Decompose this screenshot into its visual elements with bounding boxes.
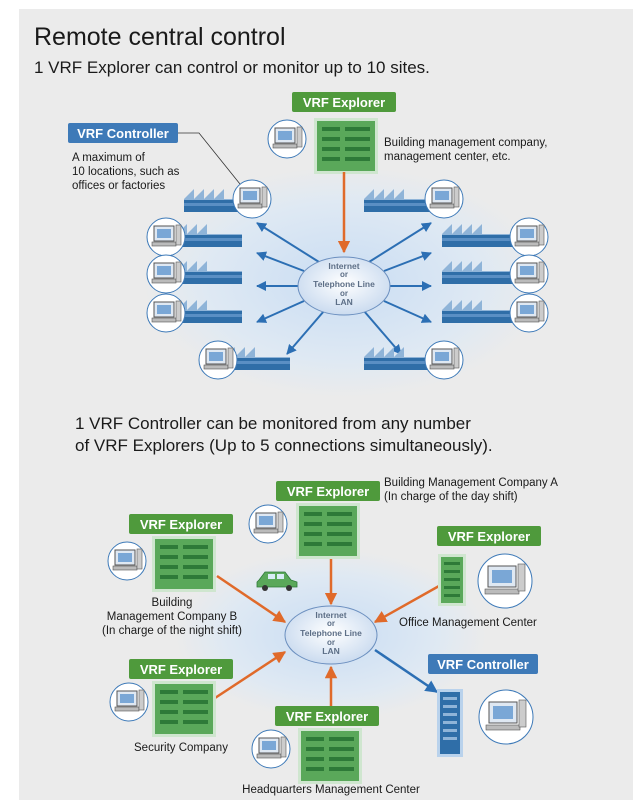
diagram2-hub-line5: LAN (322, 646, 339, 656)
diagram1-hub-line3: Telephone Line (313, 279, 375, 289)
diagram1-arrow-site-8 (383, 300, 432, 323)
diagram2-arrow-left-bottom (214, 650, 287, 700)
diagram1-explorer-desc-1: Building management company, (384, 137, 547, 149)
diagram1-explorer-building (314, 118, 378, 174)
diagram1-controller-desc-1: A maximum of (72, 152, 146, 164)
diagram1-controller-desc-3: offices or factories (72, 180, 165, 192)
diagram2-controller-badge (428, 654, 538, 674)
middle-text-line1: 1 VRF Controller can be monitored from a… (75, 414, 471, 433)
diagram-canvas: VRF Explorer Building management company… (68, 92, 558, 796)
diagram1-explorer-badge-text: VRF Explorer (303, 95, 385, 110)
diagram1-controller-badge (68, 123, 178, 143)
diagram2-top-label1: Building Management Company A (384, 477, 558, 489)
diagram2-right-top-badge-text: VRF Explorer (448, 529, 530, 544)
diagram2-bottom-label: Headquarters Management Center (242, 784, 420, 796)
page-subtitle: 1 VRF Explorer can control or monitor up… (34, 58, 430, 77)
diagram1-network-hub (297, 256, 391, 316)
diagram2-arrow-controller (374, 648, 439, 694)
diagram1-explorer-desc-2: management center, etc. (384, 151, 511, 163)
diagram1-hub-line1: Internet (328, 261, 359, 271)
diagram2-node-right-top: VRF Explorer Office Management Center (399, 526, 541, 629)
diagram2-node-left-top: VRF Explorer Building Management Company… (102, 514, 242, 637)
diagram2-controller-badge-text: VRF Controller (437, 657, 529, 672)
diagram1-arrow-site-7 (256, 300, 305, 323)
diagram1-controller-desc-2: 10 locations, such as (72, 166, 180, 178)
diagram2-right-top-label: Office Management Center (399, 617, 537, 629)
diagram2-top-label2: (In charge of the day shift) (384, 491, 518, 503)
diagram1-controller-badge-text: VRF Controller (77, 126, 169, 141)
diagram2-left-top-label2: Management Company B (107, 611, 238, 623)
diagram2-right-top-badge (437, 526, 541, 546)
diagram2-node-left-bottom: VRF Explorer Security Company (109, 659, 233, 754)
diagram2-arrow-right-top (373, 584, 440, 624)
diagram1-arrow-site-2 (368, 222, 432, 263)
diagram2-left-top-badge (129, 514, 233, 534)
diagram1-explorer-pc-icon (267, 119, 307, 159)
diagram1-arrow-site-3 (256, 251, 305, 272)
diagram2-hub-line3: Telephone Line (300, 628, 362, 638)
diagram1-arrow-site-9 (286, 310, 325, 355)
diagram2-network-hub (284, 605, 378, 665)
diagram2-bottom-badge (275, 706, 379, 726)
diagram2-node-bottom: VRF Explorer Headquarters Management Cen… (242, 706, 420, 796)
diagram1-explorer-badge (292, 92, 396, 112)
diagram2-left-bottom-label: Security Company (134, 742, 228, 754)
diagram2-top-badge (276, 481, 380, 501)
diagram1-arrow-site-4 (383, 251, 432, 272)
diagram2-left-top-label1: Building (152, 597, 193, 609)
diagram1-hub-line2: or (340, 270, 348, 279)
diagram2-arrow-left-top (216, 574, 287, 624)
diagram1-hub-line4: or (340, 289, 348, 298)
diagram1-hub-line5: LAN (335, 297, 352, 307)
diagram1-controller-callout-line (178, 132, 245, 190)
diagram2-left-bottom-badge-text: VRF Explorer (140, 662, 222, 677)
diagram2-left-top-label3: (In charge of the night shift) (102, 625, 242, 637)
car-icon (256, 571, 298, 591)
diagram2-left-bottom-badge (129, 659, 233, 679)
diagram1-arrow-site-1 (256, 222, 320, 263)
diagram2-bottom-badge-text: VRF Explorer (286, 709, 368, 724)
diagram2-left-top-badge-text: VRF Explorer (140, 517, 222, 532)
diagram1-arrow-site-10 (363, 310, 402, 355)
diagram2-hub-line1: Internet (315, 610, 346, 620)
diagram2-node-controller: VRF Controller (428, 654, 538, 757)
diagram1-site-arrows (256, 222, 432, 355)
diagram2-hub-line2: or (327, 619, 335, 628)
diagram-panel: Remote central control 1 VRF Explorer ca… (19, 9, 633, 800)
middle-text-line2: of VRF Explorers (Up to 5 connections si… (75, 436, 493, 455)
diagram2-node-top: VRF Explorer Building Management Company… (248, 477, 558, 559)
diagram2-top-badge-text: VRF Explorer (287, 484, 369, 499)
diagram2-hub-line4: or (327, 638, 335, 647)
page-title: Remote central control (34, 23, 286, 51)
